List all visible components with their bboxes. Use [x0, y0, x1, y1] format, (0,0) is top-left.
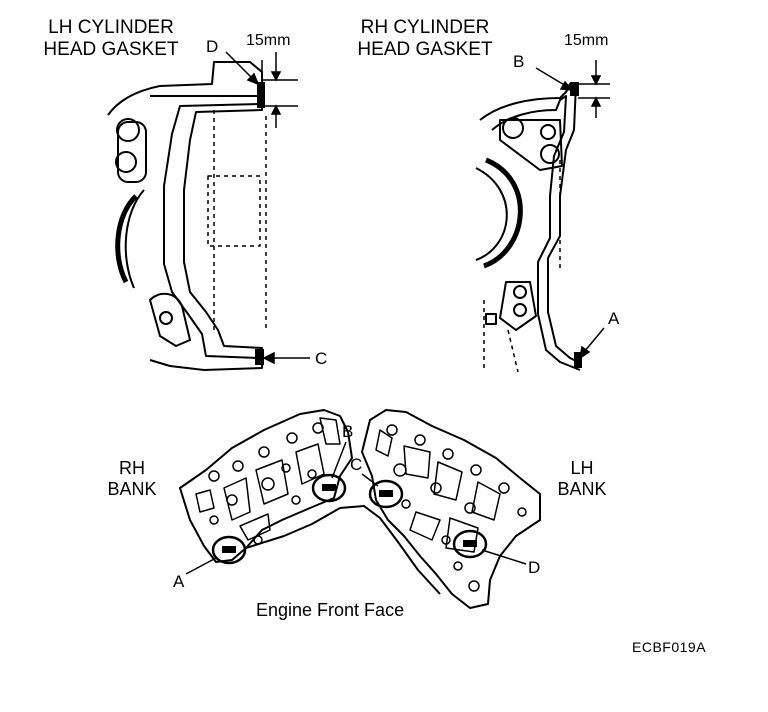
- leader-a-top: [578, 327, 605, 360]
- seal-point-b: [311, 473, 347, 503]
- lh-bank-label: LH BANK: [550, 458, 614, 500]
- callout-c-top: C: [315, 349, 328, 368]
- lh-gasket-title: LH CYLINDER HEAD GASKET: [30, 17, 192, 61]
- lh-dimension-marker: [261, 52, 298, 128]
- lh-bank-line2: BANK: [557, 479, 607, 499]
- callout-d-top: D: [206, 37, 219, 56]
- rh-dimension-label: 15mm: [564, 32, 609, 49]
- seal-point-a: [211, 535, 247, 565]
- figure-code: ECBF019A: [632, 639, 707, 655]
- engine-front-face-caption: Engine Front Face: [256, 600, 405, 620]
- callout-d-bottom: D: [528, 558, 541, 577]
- callout-a-top: A: [608, 309, 620, 328]
- lh-cylinder-head-view: [107, 61, 267, 371]
- seal-point-circles: [211, 473, 488, 565]
- seal-point-d: [452, 529, 488, 559]
- callout-a-bottom: A: [173, 572, 185, 591]
- callout-c-bottom: C: [350, 455, 363, 474]
- callout-b-bottom: B: [342, 422, 354, 441]
- lh-gasket-title-line1: LH CYLINDER: [48, 17, 174, 38]
- callout-b-top: B: [513, 52, 525, 71]
- rh-bank-label: RH BANK: [100, 458, 164, 500]
- rh-cylinder-head-view: [475, 82, 582, 373]
- rh-gasket-title: RH CYLINDER HEAD GASKET: [344, 17, 506, 61]
- leader-lines-bottom: [185, 441, 527, 575]
- lh-gasket-title-line2: HEAD GASKET: [43, 39, 179, 60]
- leader-b-top: [535, 67, 574, 91]
- lh-dimension-label: 15mm: [246, 32, 291, 49]
- seal-point-c: [368, 479, 404, 509]
- rh-gasket-title-line2: HEAD GASKET: [357, 39, 493, 60]
- leader-c-top: [262, 351, 310, 365]
- lh-bank-line1: LH: [570, 458, 594, 478]
- engine-front-face-view: [179, 409, 541, 609]
- rh-bank-line2: BANK: [107, 479, 157, 499]
- rh-bank-line1: RH: [119, 458, 145, 478]
- leader-d-top: [225, 51, 260, 86]
- rh-gasket-title-line1: RH CYLINDER: [360, 17, 490, 38]
- rh-dimension-marker: [578, 60, 610, 118]
